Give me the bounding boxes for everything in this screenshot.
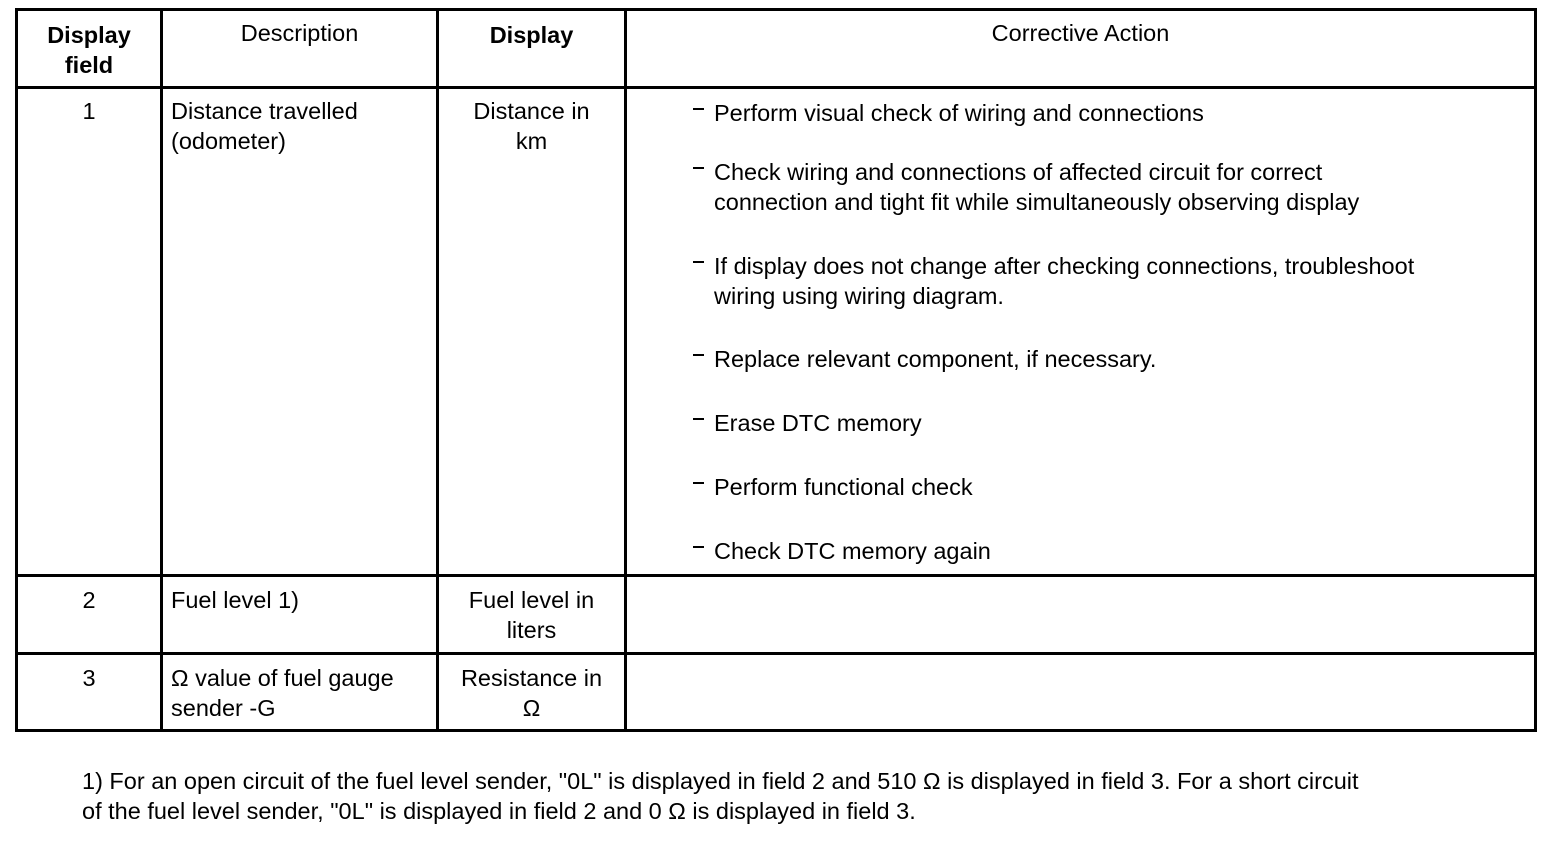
row-3-display: Resistance in Ω [439,663,624,723]
action-item: Perform visual check of wiring and conne… [714,100,1204,126]
action-item: Erase DTC memory [714,410,922,436]
text-line: Check wiring and connections of affected… [714,159,1323,185]
text-line: Resistance in [460,665,603,691]
table-border [16,729,1537,732]
dash-bullet-icon [693,418,704,420]
table-border [16,8,1537,11]
row-divider [16,652,1537,655]
row-3-field: 3 [82,665,96,691]
dash-bullet-icon [693,546,704,548]
table-border [1534,8,1537,732]
text-line: Ω value of fuel gauge [171,665,394,691]
column-divider [436,8,439,732]
text-line: wiring using wiring diagram. [714,283,1004,309]
row-1-display: Distance in km [439,96,624,156]
column-divider [624,8,627,732]
text-line: Distance travelled [171,98,358,124]
footnote: 1) For an open circuit of the fuel level… [82,766,1359,826]
action-item: Replace relevant component, if necessary… [714,346,1157,372]
action-item: If display does not change after checkin… [714,251,1414,311]
dash-bullet-icon [693,482,704,484]
dash-bullet-icon [693,108,704,110]
header-description: Description [240,20,359,46]
text-line: Ω [522,695,541,721]
header-line: field [64,52,114,78]
text-line: connection and tight fit while simultane… [714,189,1360,215]
row-2-display: Fuel level in liters [439,585,624,645]
row-3-description: Ω value of fuel gauge sender -G [171,663,394,723]
row-1-field: 1 [82,98,96,124]
action-item: Check wiring and connections of affected… [714,157,1359,217]
footnote-line: 1) For an open circuit of the fuel level… [82,768,1359,794]
dash-bullet-icon [693,354,704,356]
header-display: Display [489,22,574,48]
footnote-line: of the fuel level sender, "0L" is displa… [82,798,916,824]
text-line: km [515,128,548,154]
header-display-field: Display field [18,20,160,80]
row-divider [16,574,1537,577]
column-divider [160,8,163,732]
text-line: If display does not change after checkin… [714,253,1415,279]
text-line: Fuel level in [468,587,595,613]
header-line: Display [47,22,131,48]
row-divider [16,86,1537,89]
row-2-field: 2 [82,587,96,613]
text-line: liters [506,617,557,643]
text-line: sender -G [171,695,276,721]
action-item: Perform functional check [714,474,973,500]
header-corrective-action: Corrective Action [991,20,1170,46]
dash-bullet-icon [693,167,704,169]
dash-bullet-icon [693,261,704,263]
text-line: Distance in [473,98,590,124]
table-border [15,8,18,732]
action-item: Check DTC memory again [714,538,991,564]
row-2-description: Fuel level 1) [171,587,299,613]
text-line: (odometer) [171,128,286,154]
row-1-description: Distance travelled (odometer) [171,96,358,156]
